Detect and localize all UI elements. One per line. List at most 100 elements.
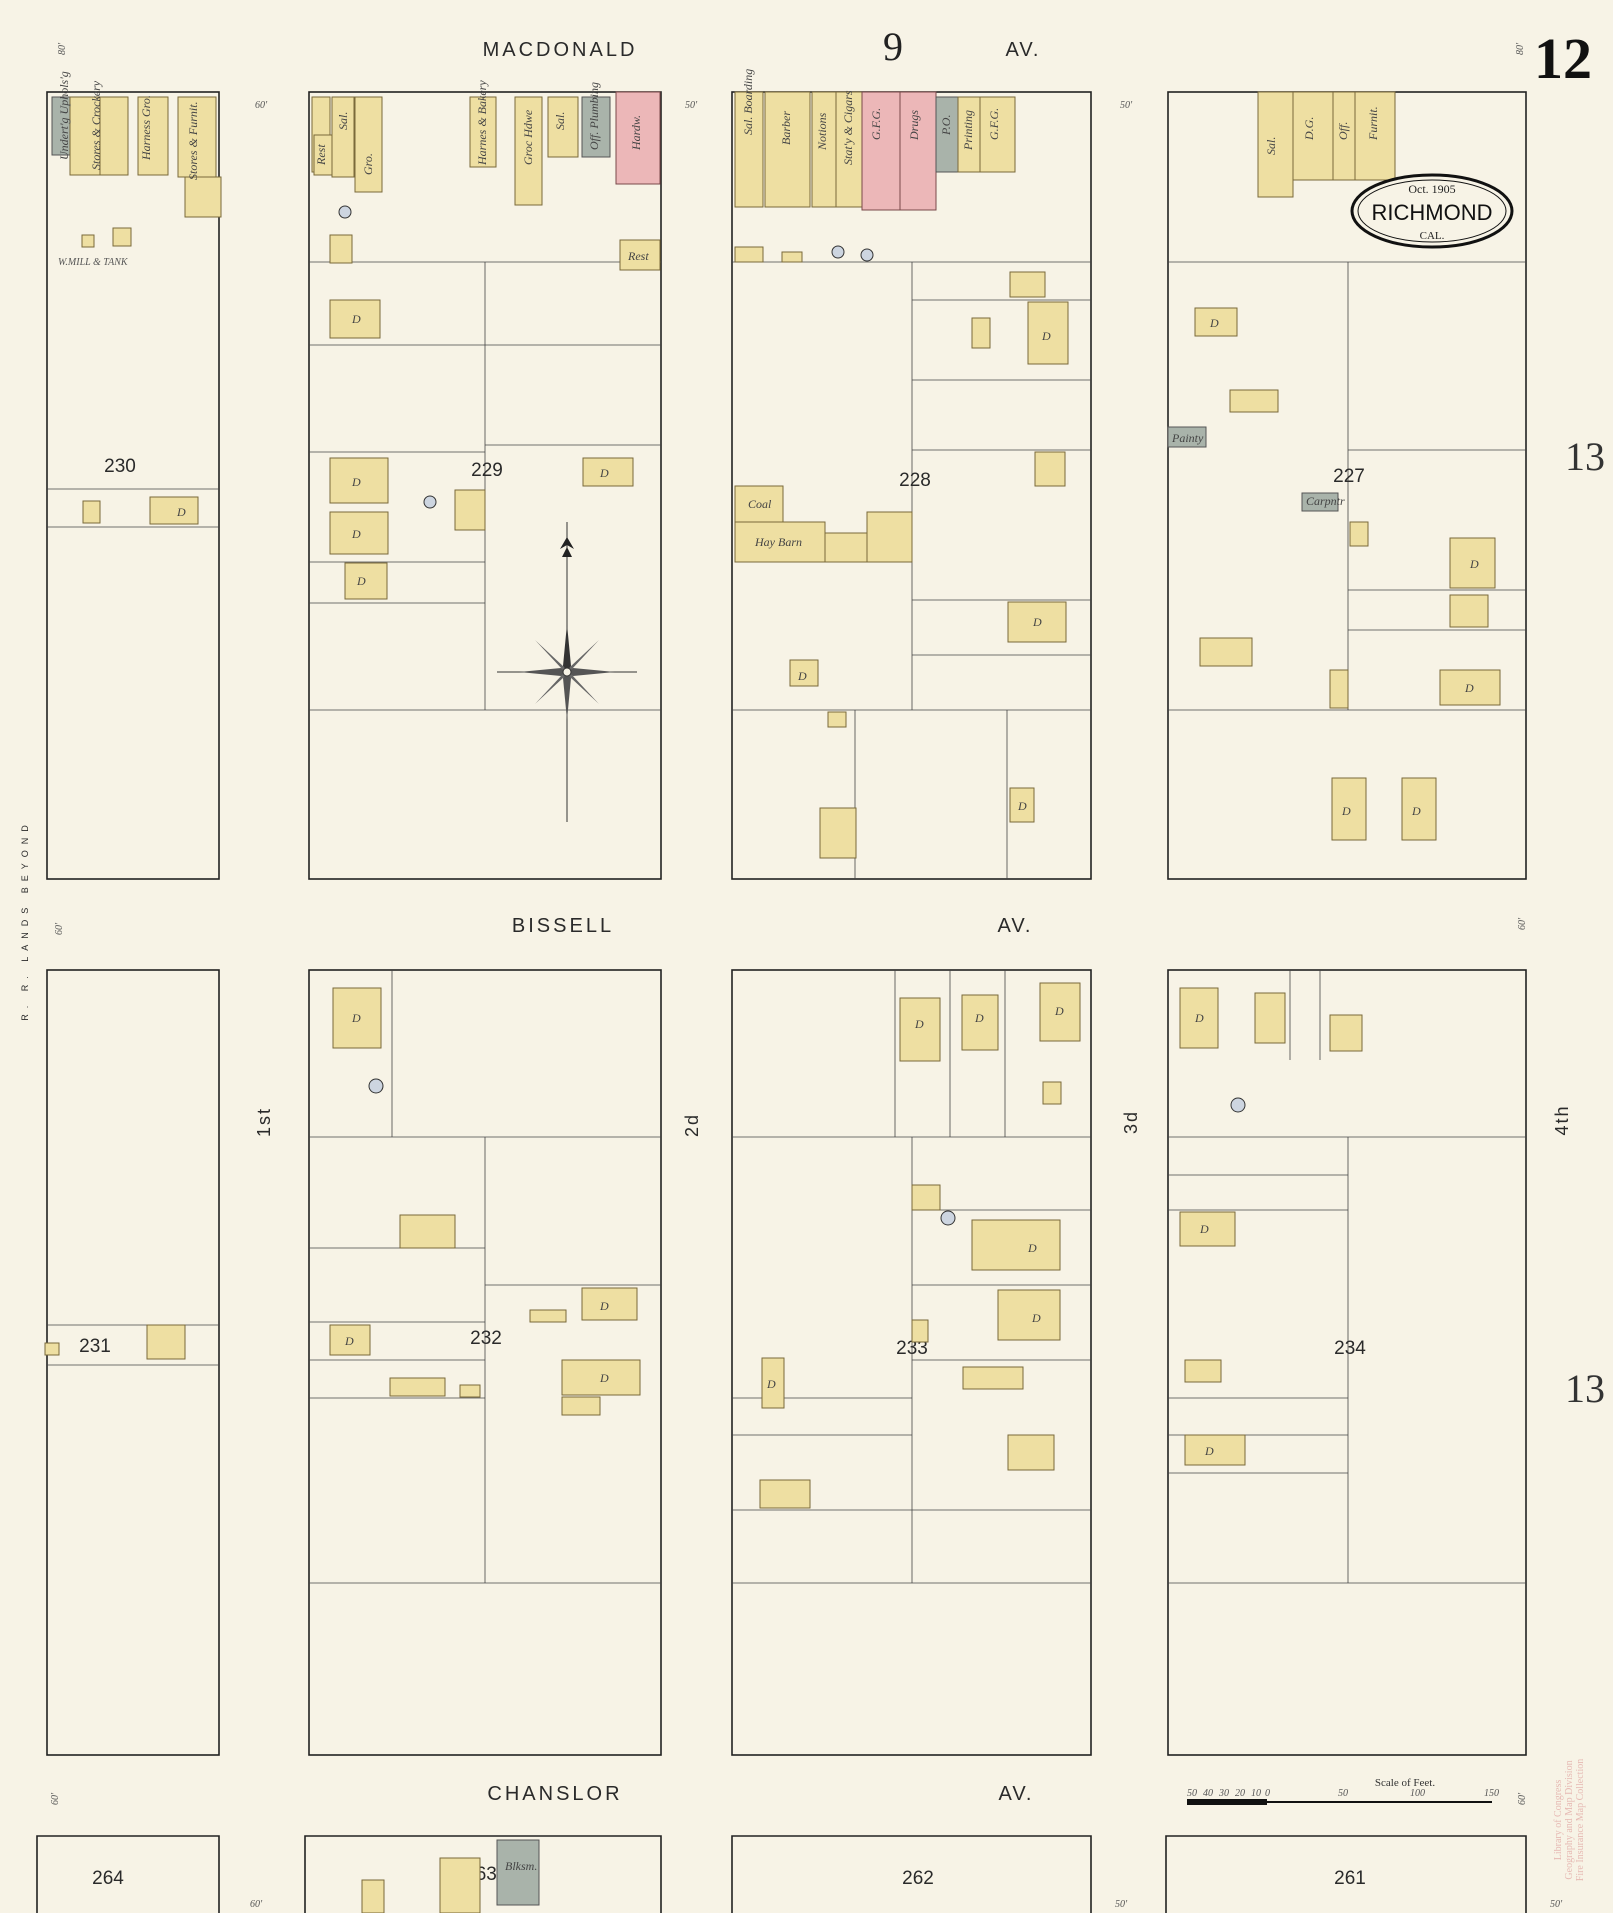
- street-width: 60': [54, 922, 65, 935]
- building-shed: [971, 317, 991, 349]
- block-230-outline: [46, 91, 220, 880]
- label-dwelling: D: [1031, 1311, 1041, 1325]
- scale-tick: 0: [1265, 1788, 1270, 1799]
- tank-icon: [860, 248, 874, 262]
- label-dwelling: D: [1017, 799, 1027, 813]
- building-stone: [1301, 492, 1339, 512]
- cartouche-date: Oct. 1905: [1408, 182, 1455, 196]
- building-shed: [112, 227, 132, 247]
- label-rest: Rest: [314, 144, 328, 166]
- building-dwelling: [1401, 777, 1437, 841]
- building-frame: [184, 176, 222, 218]
- building-shed: [1329, 669, 1349, 709]
- lot-lines: [47, 261, 1526, 1584]
- building-frame: [979, 96, 1016, 173]
- block-264-outline: [36, 1835, 220, 1913]
- block-number-232: 232: [470, 1328, 502, 1349]
- building-dwelling: [332, 987, 382, 1049]
- street-width: 50': [1115, 1899, 1128, 1910]
- label-po: P.O.: [939, 115, 953, 136]
- block-number-233: 233: [896, 1338, 928, 1359]
- tank-icon: [1230, 1097, 1246, 1113]
- label-dwelling: D: [1411, 804, 1421, 818]
- label-undertaking: Undert'g Uphols'g: [57, 71, 71, 160]
- building-frame: [547, 96, 579, 158]
- label-dwelling: D: [1199, 1222, 1209, 1236]
- label-stationery: Stat'y & Cigars: [841, 90, 855, 165]
- label-dwelling: D: [351, 1011, 361, 1025]
- street-width: 80': [1515, 42, 1526, 55]
- street-width: 50': [685, 100, 698, 111]
- adjacent-sheet-lower: 13: [1565, 1366, 1605, 1411]
- tank-icon: [831, 245, 845, 259]
- scale-tick: 30: [1218, 1788, 1229, 1799]
- cartouche-city: RICHMOND: [1372, 200, 1493, 225]
- building-shed: [734, 246, 764, 263]
- scale-tick: 100: [1410, 1788, 1425, 1799]
- building-frame: [331, 96, 355, 178]
- building-frame: [514, 96, 543, 206]
- label-dwelling: D: [351, 312, 361, 326]
- building-dwelling: [329, 457, 389, 504]
- building-frame: [399, 1214, 456, 1249]
- building-dwelling: [1449, 594, 1489, 628]
- street-width: 60': [50, 1792, 61, 1805]
- label-dg: D.G.: [1302, 117, 1316, 141]
- library-stamp: Fire Insurance Map Collection Geography …: [1553, 1759, 1586, 1881]
- volume-number: 9: [883, 24, 903, 69]
- building-dwelling: [1254, 992, 1286, 1044]
- street-chanslor-av: AV.: [999, 1783, 1034, 1805]
- label-dwelling: D: [351, 527, 361, 541]
- label-stores-furnit: Stores & Furnit.: [186, 101, 200, 180]
- label-hay-barn: Hay Barn: [754, 535, 802, 549]
- building-shed: [329, 234, 353, 264]
- street-bissell: BISSELL: [512, 915, 614, 937]
- block-number-234: 234: [1334, 1338, 1366, 1359]
- label-dwelling: D: [766, 1377, 776, 1391]
- cartouche: Oct. 1905 RICHMOND CAL.: [1350, 173, 1514, 249]
- building-dwelling: [997, 1289, 1061, 1341]
- label-groc-hdwe: Groc Hdwe: [521, 109, 535, 165]
- building-tank: [81, 234, 95, 248]
- building-dwelling: [1039, 982, 1081, 1042]
- building-dwelling: [1007, 1434, 1055, 1471]
- label-dwelling: D: [599, 1371, 609, 1385]
- label-furnit: Furnit.: [1366, 106, 1380, 141]
- building-shed: [529, 1309, 567, 1323]
- building-dwelling: [561, 1396, 601, 1416]
- building-dwelling: [329, 511, 389, 555]
- label-rest-2: Rest: [627, 249, 649, 263]
- street-2d: 2d: [682, 1113, 702, 1137]
- label-dwelling: D: [1469, 557, 1479, 571]
- building-frame: [1354, 91, 1396, 181]
- label-sal: Sal.: [336, 112, 350, 130]
- building-dwelling: [1199, 637, 1253, 667]
- block-number-230: 230: [104, 456, 136, 477]
- building-dwelling: [962, 1366, 1024, 1390]
- building-stone: [1167, 426, 1207, 448]
- label-off: Off.: [1336, 122, 1350, 140]
- block-number-231: 231: [79, 1336, 111, 1357]
- street-width: 60': [1517, 917, 1528, 930]
- building-dwelling: [149, 496, 199, 525]
- building-dwelling: [329, 1324, 371, 1356]
- building-dwelling: [1439, 669, 1501, 706]
- label-dwelling: D: [351, 475, 361, 489]
- block-262-outline: [731, 1835, 1092, 1913]
- building-shed: [781, 251, 803, 263]
- building-dwelling: [389, 1377, 446, 1397]
- block-number-229: 229: [471, 460, 503, 481]
- block-number-264: 264: [92, 1868, 124, 1889]
- label-coal: Coal: [748, 497, 772, 511]
- building-frame: [469, 96, 497, 168]
- building-dwelling: [789, 659, 819, 687]
- building-shed: [82, 500, 101, 524]
- building-frame: [734, 485, 784, 523]
- building-brick: [899, 91, 937, 211]
- compass-rose: [497, 522, 637, 822]
- label-sal-2: Sal.: [553, 112, 567, 130]
- building-dwelling: [439, 1857, 481, 1913]
- label-plumbing: Off. Plumbing: [587, 82, 601, 150]
